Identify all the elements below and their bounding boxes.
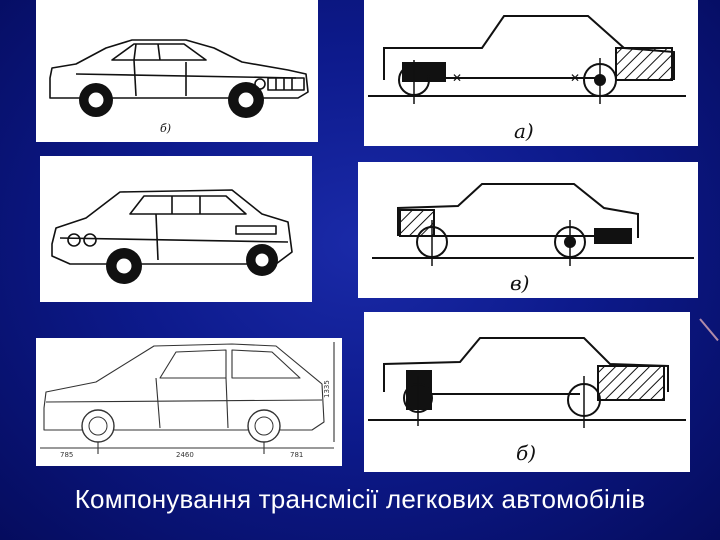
small-car-drawing-panel xyxy=(40,156,312,302)
engine-block xyxy=(615,47,673,81)
rear-engine-block xyxy=(594,228,632,244)
rear-overhang-dimension: 781 xyxy=(290,451,303,459)
gearbox-block xyxy=(406,370,432,410)
slide-caption: Компонування трансмісії легкових автомоб… xyxy=(74,484,646,514)
front-overhang-dimension: 785 xyxy=(60,451,73,459)
rear-wheel xyxy=(247,409,281,443)
small-car-drawing xyxy=(51,189,293,284)
hatchback-drawing: 785 2460 781 1335 xyxy=(40,342,335,459)
rear-axle-gearbox xyxy=(402,62,446,82)
diagram-front-engine-front-drive: б) xyxy=(364,312,690,472)
diagram-b-label: б) xyxy=(516,441,536,465)
diagram-front-engine-rear-drive: ✕ ✕ а) xyxy=(364,0,698,146)
rear-wheel xyxy=(246,244,278,276)
height-dimension: 1335 xyxy=(323,380,331,398)
front-wheel xyxy=(228,82,264,118)
svg-text:✕: ✕ xyxy=(452,71,462,85)
front-wheel xyxy=(106,248,142,284)
decorative-line xyxy=(699,318,719,342)
luggage-block xyxy=(399,209,435,237)
car1-label: б) xyxy=(160,122,171,135)
diagram-v-label: в) xyxy=(510,271,529,295)
sedan-drawing-panel: б) xyxy=(36,0,318,142)
layout-diagram-a: ✕ ✕ а) xyxy=(368,15,686,143)
sedan-drawing: б) xyxy=(49,39,309,135)
wheelbase-dimension: 2460 xyxy=(176,451,194,459)
layout-diagram-b: б) xyxy=(368,337,686,465)
layout-diagram-v: в) xyxy=(372,183,694,295)
diagram-a-label: а) xyxy=(514,119,534,143)
front-wheel xyxy=(81,409,115,443)
engine-block xyxy=(597,365,665,401)
hatchback-drawing-panel: 785 2460 781 1335 xyxy=(36,338,342,466)
rear-wheel xyxy=(79,83,113,117)
diagram-rear-engine: в) xyxy=(358,162,698,298)
svg-text:✕: ✕ xyxy=(570,71,580,85)
